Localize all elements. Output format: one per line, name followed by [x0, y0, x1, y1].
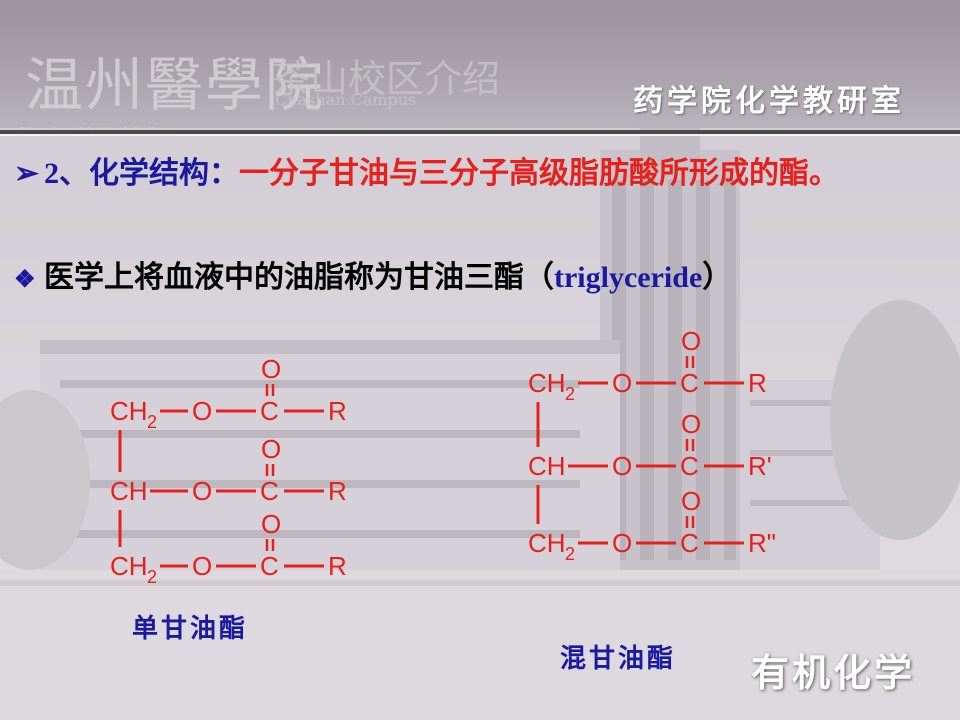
mixed-row-2-subscript: 2: [565, 544, 575, 564]
campus-title-cn: 茶山校区介绍: [272, 57, 501, 101]
mixed-row-0-r-group: R: [748, 368, 767, 398]
simple-row-1-carbon-label: CH: [110, 476, 148, 506]
mixed-row-1-carbonyl-carbon: C: [680, 451, 699, 481]
simple-row-1-carbonyl-oxygen: O: [261, 434, 281, 464]
simple-row-0-carbonyl-oxygen: O: [261, 354, 281, 384]
bullet-chemical-structure: ➢2、化学结构：一分子甘油与三分子高级脂肪酸所形成的酯。: [14, 152, 944, 196]
mixed-row-2-carbon-label: CH: [528, 528, 566, 558]
simple-row-1-ester-oxygen: O: [192, 476, 212, 506]
simple-row-0-subscript: 2: [147, 412, 157, 432]
term-close-paren: ）: [702, 260, 733, 295]
simple-row-2-carbonyl-carbon: C: [260, 551, 279, 581]
header-divider: [0, 130, 960, 134]
term-english: triglyceride: [554, 261, 703, 294]
mixed-row-0-carbonyl-oxygen: O: [681, 326, 701, 356]
bullet-number: 2: [44, 157, 59, 190]
department-name: 药学院化学教研室: [633, 84, 905, 119]
mixed-triglyceride-caption: 混甘油酯: [560, 644, 677, 674]
bullet-label: 、化学结构：: [59, 156, 239, 191]
mixed-row-0-carbon-label: CH: [528, 368, 566, 398]
arrow-bullet-icon: ➢: [14, 156, 40, 191]
bullet-triglyceride: ❖ 医学上将血液中的油脂称为甘油三酯（triglyceride）: [14, 256, 944, 301]
header-divider-highlight: [0, 134, 960, 136]
mixed-row-2-carbonyl-carbon: C: [680, 528, 699, 558]
college-logo-title: 温州醫學院: [25, 51, 326, 119]
simple-row-2-r-group: R: [328, 551, 347, 581]
simple-row-0-carbon-label: CH: [110, 396, 148, 426]
mixed-row-0-carbonyl-carbon: C: [680, 368, 699, 398]
simple-row-0-ester-oxygen: O: [192, 396, 212, 426]
mixed-row-0-subscript: 2: [565, 384, 575, 404]
bullet-definition-text: 一分子甘油与三分子高级脂肪酸所形成的酯。: [239, 156, 839, 191]
course-name-footer: 有机化学: [750, 650, 915, 695]
header-banner: 温州醫學院 茶山校区介绍 Chashan Campus 药学院化学教研室: [0, 0, 960, 128]
simple-row-2-carbon-label: CH: [110, 551, 148, 581]
simple-row-0-r-group: R: [328, 396, 347, 426]
campus-title-en: Chashan Campus: [275, 90, 417, 109]
mixed-row-2-ester-oxygen: O: [612, 528, 632, 558]
simple-row-1-r-group: R: [328, 476, 347, 506]
simple-triglyceride-caption: 单甘油酯: [132, 614, 249, 644]
term-open-paren: （: [524, 260, 554, 295]
triglyceride-sentence: 医学上将血液中的油脂称为甘油三酯: [44, 260, 524, 295]
simple-row-2-ester-oxygen: O: [192, 551, 212, 581]
simple-row-0-carbonyl-carbon: C: [260, 396, 279, 426]
simple-row-2-carbonyl-oxygen: O: [261, 509, 281, 539]
mixed-row-1-r-group: R': [748, 451, 772, 481]
mixed-row-2-carbonyl-oxygen: O: [681, 486, 701, 516]
simple-row-1-carbonyl-carbon: C: [260, 476, 279, 506]
mixed-row-0-ester-oxygen: O: [612, 368, 632, 398]
diamond-bullet-icon: ❖: [14, 264, 36, 293]
mixed-row-1-ester-oxygen: O: [612, 451, 632, 481]
simple-row-2-subscript: 2: [147, 567, 157, 587]
mixed-row-2-r-group: R": [748, 528, 776, 558]
mixed-row-1-carbon-label: CH: [528, 451, 566, 481]
mixed-row-1-carbonyl-oxygen: O: [681, 409, 701, 439]
